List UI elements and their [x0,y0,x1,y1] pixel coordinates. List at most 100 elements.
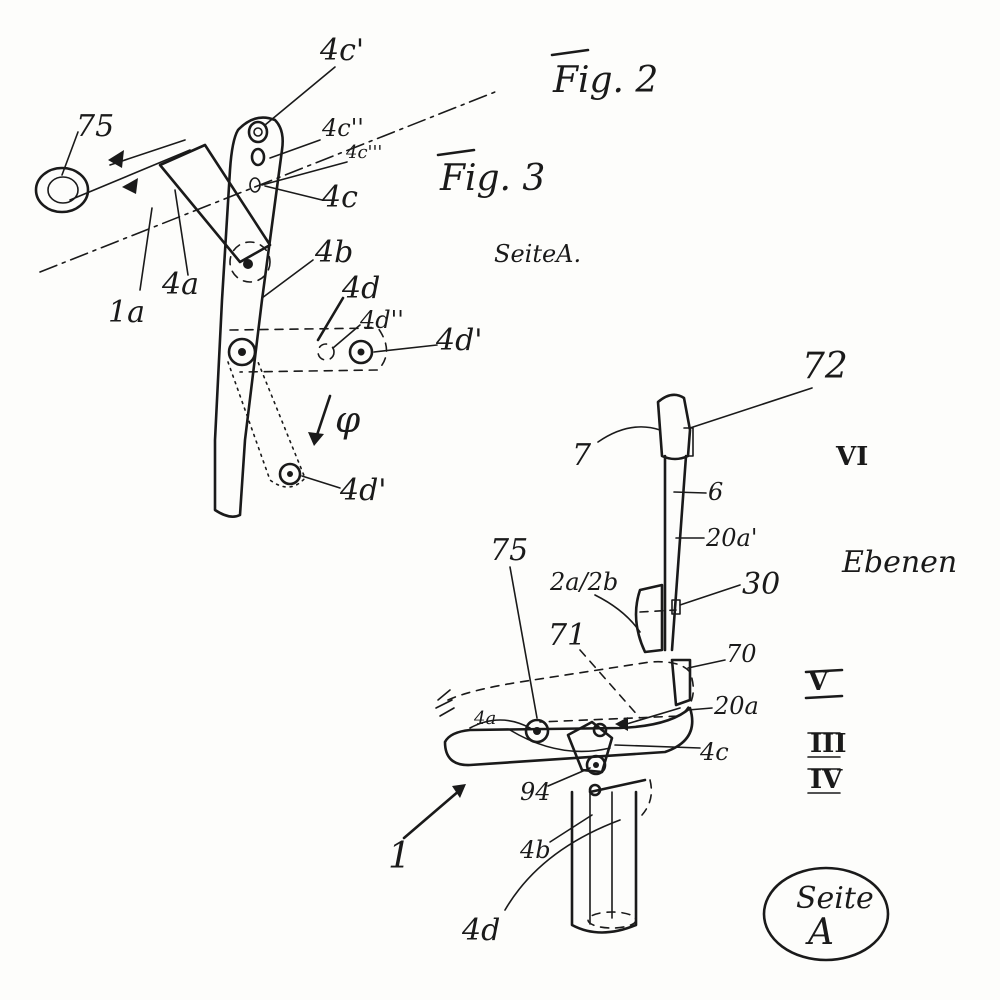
pivot-circle [229,241,271,283]
leader-4a-fig3 [469,719,531,729]
label-94: 94 [520,778,551,806]
leader-75-fig3 [509,566,538,719]
level-IV-bars [807,768,841,794]
post-70 [670,658,692,707]
leader-6 [673,491,707,494]
hole-4c1 [247,120,269,144]
joint-4d-pin [238,348,246,356]
leader-4d-fig3 [504,819,621,911]
hole-4d1 [348,339,374,365]
label-4c-prime: 4c' [319,33,364,68]
leader-75 [61,131,79,176]
label-4b-fig3: 4b [519,836,551,864]
leader-4b-fig3 [549,814,593,843]
leader-4d1 [373,344,438,353]
link-4d-rotated [227,361,306,488]
seat-dashed-position [447,660,695,723]
link-4d-swing [641,779,653,816]
level-IV: IV [810,765,843,795]
leader-94 [547,767,591,787]
label-4d-fig3: 4d [461,913,500,948]
leader-1 [402,788,462,840]
roller-75-seat-pin [533,727,541,735]
label-4b: 4b [314,235,353,270]
label-75-fig3: 75 [490,533,528,568]
leader-4c [264,185,323,201]
link-pivot-94 [585,754,607,776]
leader-4b [261,259,314,299]
label-20a-prime: 20a' [705,524,757,552]
screw-30 [671,599,681,615]
leader-4c-fig3 [614,744,701,749]
link-hole-upper [592,722,608,738]
fig2-title-bar [550,48,590,57]
leader-4c3 [261,161,348,186]
link-pivot-94-pin [593,762,599,768]
screw-line-30 [639,609,677,613]
headrest-clip-72 [683,427,694,457]
phi-arrow-shaft [314,394,332,440]
leader-4d [316,296,345,342]
leader-4c2 [269,139,321,159]
leader-7 [597,426,661,443]
fig2-leader-75 [69,149,191,201]
fig3-title: Fig. 3 [439,158,545,199]
level-V: V [807,667,829,697]
label-6: 6 [708,478,723,506]
leader-4d2 [332,324,361,349]
seat-curve [509,729,611,753]
fig3-title-bar [436,148,476,157]
level-VI: VI [835,442,868,472]
label-4d: 4d [341,271,380,306]
pivot-point [243,259,253,269]
stamp-oval [762,866,890,962]
leader-2a2b [594,594,641,633]
column-4b [570,790,638,934]
hole-4c1-inner [253,127,263,137]
label-75: 75 [76,109,114,144]
hole-4c2 [250,147,266,167]
label-1: 1 [388,836,411,877]
phi-arrow-head [308,432,324,446]
label-30: 30 [742,567,780,602]
label-4a-fig3: 4a [473,708,496,729]
label-4c: 4c [321,180,358,215]
link-4d-seat-hole [588,783,602,797]
arm-20a [619,707,681,727]
leader-70 [687,659,726,669]
leader-4a [174,189,189,276]
hole-4c [249,177,261,193]
fig2-arrow-head [108,150,124,168]
leader-1-head [452,784,466,798]
leader-71 [579,649,641,719]
roller-75 [34,166,90,214]
joint-4d [227,337,257,367]
label-4c-triple: 4c''' [345,142,382,163]
fig2-axis-line [39,89,501,273]
label-phi: φ [335,400,361,441]
leader-30 [679,584,741,606]
shell-2a-2b [634,583,664,654]
fig3-drawing: 72 7 6 20a' 75 2a/2b 30 71 70 20a 4a 4c … [388,346,848,948]
label-4c-fig3: 4c [699,738,729,766]
label-4d-prime-b: 4d' [339,473,387,508]
leader-1a [139,207,153,291]
hole-4d1-rotated-pin [287,471,293,477]
seite-caption: SeiteA. [494,240,581,268]
stamp-a: A [805,912,834,953]
label-71: 71 [548,618,586,653]
label-4d-prime-a: 4d' [435,323,483,358]
seat-edge-marks [435,689,455,717]
link-plate-4c [566,720,614,774]
fig2-title: Fig. 2 [552,60,658,101]
column-base [587,911,637,929]
hole-4d2 [317,343,335,361]
backrest-right-edge [670,454,688,652]
label-20a: 20a [713,692,759,720]
label-2a-2b: 2a/2b [549,568,618,596]
stamp-seite: Seite [796,881,874,916]
level-III: III [810,729,847,759]
hole-4d1-rotated [278,462,302,486]
label-1a: 1a [108,295,145,330]
